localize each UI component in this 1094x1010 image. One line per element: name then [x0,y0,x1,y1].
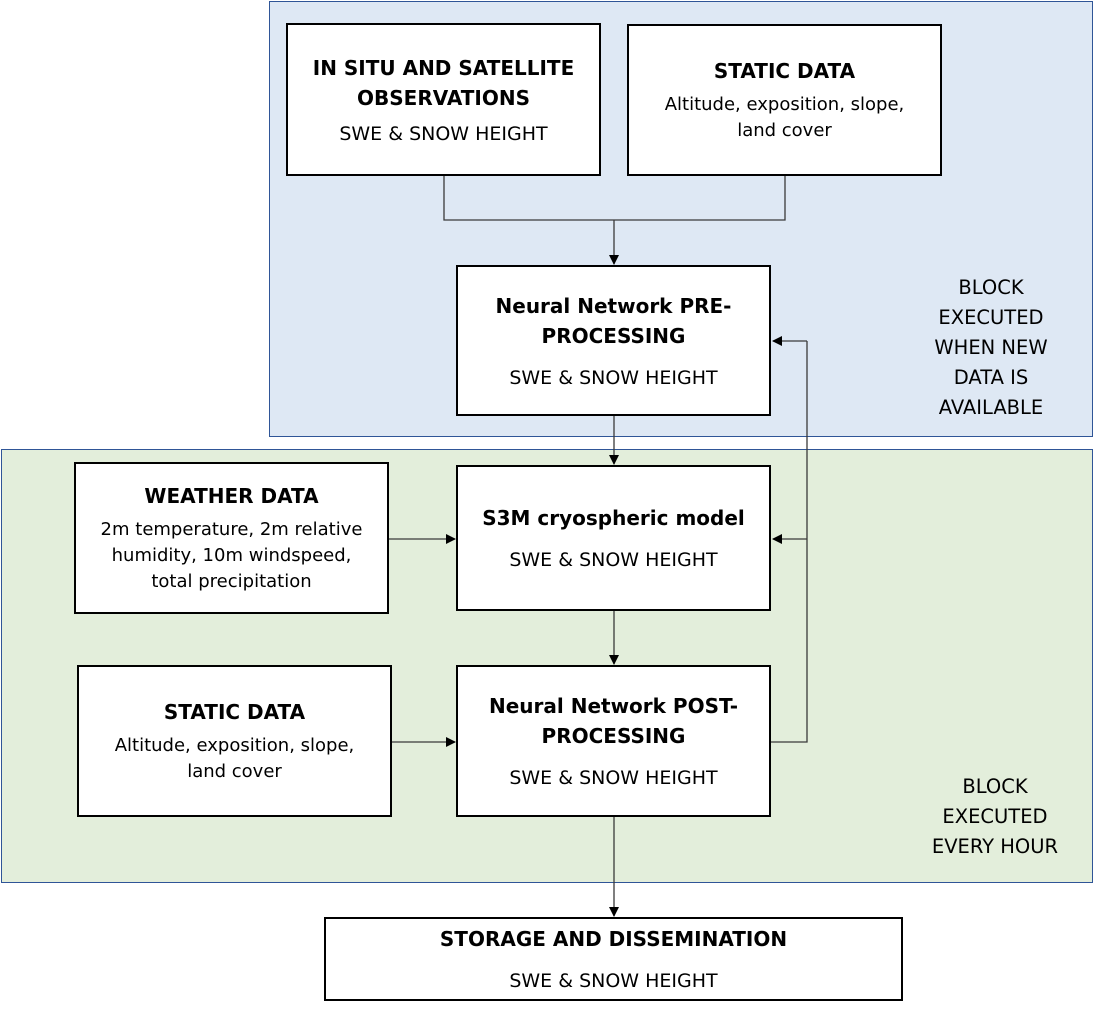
node-subtitle: Altitude, exposition, slope, land cover [114,735,355,782]
nn-preprocessing-node: Neural Network PRE-PROCESSING SWE & SNOW… [456,265,771,416]
storage-dissemination-node: STORAGE AND DISSEMINATION SWE & SNOW HEI… [324,917,903,1001]
hourly-block-label: BLOCK EXECUTED EVERY HOUR [931,775,1059,858]
node-subtitle: SWE & SNOW HEIGHT [509,549,718,571]
node-subtitle: SWE & SNOW HEIGHT [509,366,718,389]
weather-data-node: WEATHER DATA 2m temperature, 2m relative… [74,462,389,614]
node-subtitle: Altitude, exposition, slope, land cover [664,94,905,141]
static-data-bottom-node: STATIC DATA Altitude, exposition, slope,… [77,665,392,817]
static-data-top-node: STATIC DATA Altitude, exposition, slope,… [627,24,942,176]
s3m-model-node: S3M cryospheric model SWE & SNOW HEIGHT [456,465,771,611]
node-subtitle: SWE & SNOW HEIGHT [509,767,718,789]
node-subtitle: SWE & SNOW HEIGHT [509,970,718,992]
node-title: STATIC DATA [713,59,856,83]
node-title: IN SITU AND SATELLITE OBSERVATIONS [312,55,575,110]
node-subtitle: 2m temperature, 2m relative humidity, 10… [100,519,363,592]
node-title: Neural Network POST-PROCESSING [489,694,738,748]
node-title: Neural Network PRE-PROCESSING [495,293,732,348]
observations-node: IN SITU AND SATELLITE OBSERVATIONS SWE &… [286,23,601,176]
node-title: S3M cryospheric model [482,506,745,530]
node-subtitle: SWE & SNOW HEIGHT [339,122,548,145]
node-title: STORAGE AND DISSEMINATION [439,927,788,951]
node-title: STATIC DATA [163,700,306,724]
node-title: WEATHER DATA [144,484,319,508]
nn-postprocessing-node: Neural Network POST-PROCESSING SWE & SNO… [456,665,771,817]
update-block-label: BLOCK EXECUTED WHEN NEW DATA IS AVAILABL… [934,276,1048,419]
